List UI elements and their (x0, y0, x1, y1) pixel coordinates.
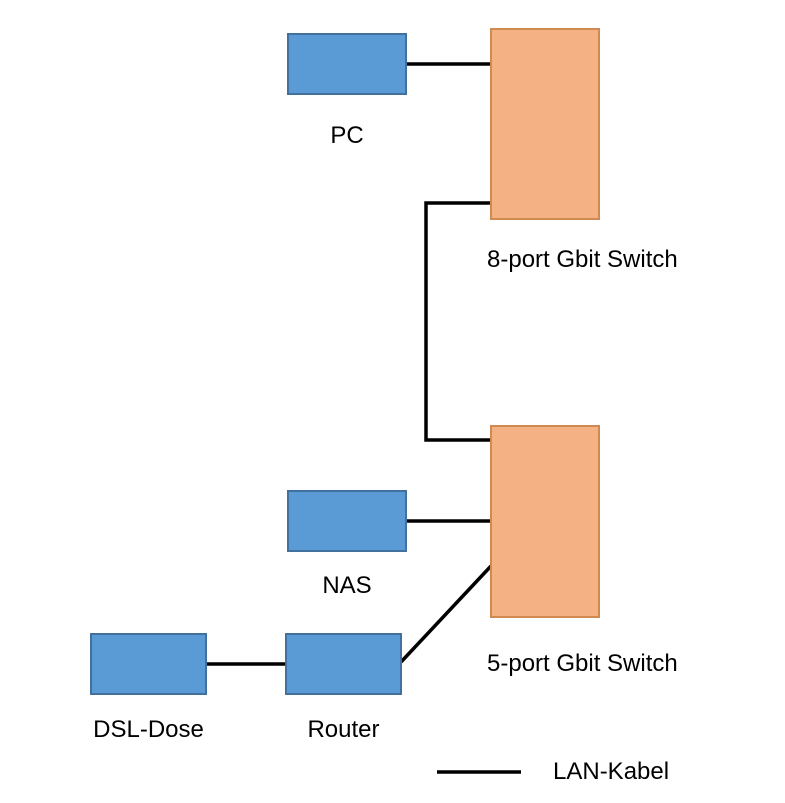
switch5-box (490, 425, 600, 618)
pc-box (287, 33, 407, 95)
pc-label: PC (330, 122, 364, 149)
router-box (285, 633, 402, 695)
legend-label: LAN-Kabel (553, 758, 670, 785)
dsl-dose-label: DSL-Dose (93, 716, 204, 743)
cable-router-switch5 (399, 564, 493, 664)
dsl-dose-box (90, 633, 207, 695)
switch8-label: 8-port Gbit Switch (487, 246, 678, 273)
switch8-box (490, 28, 600, 220)
nas-box (287, 490, 407, 552)
router-label: Router (307, 716, 380, 743)
cable-switch8-switch5 (424, 201, 492, 442)
nas-label: NAS (322, 572, 372, 599)
switch5-label: 5-port Gbit Switch (487, 650, 678, 677)
